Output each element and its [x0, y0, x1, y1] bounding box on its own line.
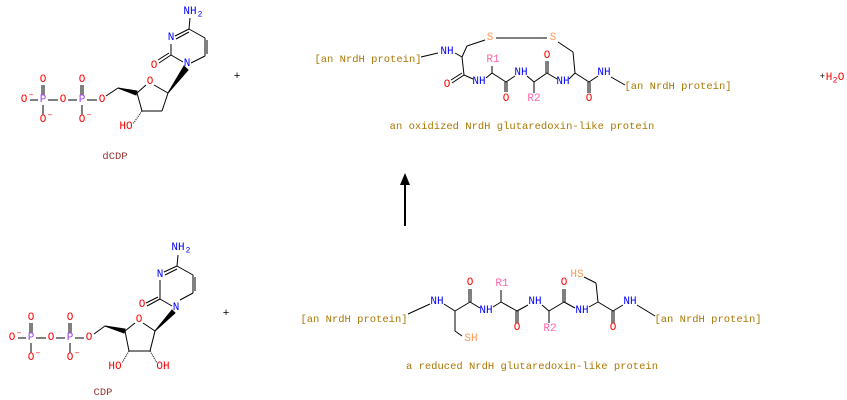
atom-o: O	[40, 74, 47, 86]
atom-o: O	[610, 322, 617, 334]
plus-sign: +	[223, 308, 230, 320]
atom-o: O	[67, 312, 74, 324]
dcdp-structure[interactable]: O − P O P O O O O − O − O HO N N O NH 2 …	[21, 6, 208, 163]
atom-s: S	[550, 32, 557, 44]
atom-s: S	[487, 32, 494, 44]
atom-o: O	[561, 277, 568, 289]
protein-terminus: [an NrdH protein]	[314, 54, 421, 66]
atom-nh: NH	[479, 305, 492, 317]
r1-group: R1	[486, 54, 500, 66]
atom-o: O	[79, 74, 86, 86]
protein-terminus: [an NrdH protein]	[624, 81, 731, 93]
protein-terminus: [an NrdH protein]	[300, 314, 407, 326]
subscript-2: 2	[198, 11, 203, 20]
atom-o: O	[544, 50, 551, 62]
atom-o: O	[147, 76, 154, 88]
oxidized-bonds	[420, 37, 626, 93]
atom-nh: NH	[472, 76, 485, 88]
subscript-2: 2	[186, 247, 191, 256]
atom-p: P	[79, 94, 86, 106]
water-o: O	[838, 72, 845, 84]
cdp-label: CDP	[94, 387, 113, 399]
atom-sh: SH	[464, 333, 477, 345]
atom-nh: NH	[623, 296, 636, 308]
atom-o: O	[503, 93, 510, 105]
reduced-protein-label: a reduced NrdH glutaredoxin-like protein	[406, 361, 658, 373]
water-subscript: 2	[833, 77, 838, 86]
water-product[interactable]: + H 2 O	[820, 72, 845, 86]
atom-o: O	[79, 114, 86, 126]
r2-group: R2	[543, 323, 556, 335]
atom-o: O	[28, 312, 35, 324]
atom-o: O	[586, 93, 593, 105]
atom-o: O	[48, 332, 55, 344]
atom-oh: OH	[156, 361, 169, 373]
atom-o: O	[60, 94, 67, 106]
dcdp-bonds	[30, 17, 208, 125]
charge-minus: −	[87, 112, 92, 121]
atom-o: O	[40, 114, 47, 126]
dcdp-label: dCDP	[102, 151, 127, 163]
atom-nh2: NH	[183, 6, 196, 18]
atom-nh: NH	[440, 46, 453, 58]
reaction-arrow	[400, 173, 410, 226]
atom-nh: NH	[430, 296, 443, 308]
atom-nh: NH	[575, 305, 588, 317]
charge-minus: −	[17, 330, 22, 339]
atom-o: O	[467, 277, 474, 289]
charge-minus: −	[48, 112, 53, 121]
atom-o: O	[21, 94, 28, 106]
atom-n: N	[184, 58, 191, 70]
atom-p: P	[28, 332, 35, 344]
atom-ho: HO	[108, 361, 122, 373]
atom-o: O	[139, 299, 146, 311]
atom-o: O	[9, 332, 16, 344]
charge-minus: −	[29, 92, 34, 101]
atom-nh: NH	[528, 296, 541, 308]
oxidized-protein-structure[interactable]: [an NrdH protein] NH S S O NH R1 O NH R2…	[314, 32, 731, 133]
atom-n: N	[168, 32, 175, 44]
atom-nh2: NH	[171, 242, 184, 254]
plus-sign: +	[234, 71, 241, 83]
atom-n: N	[157, 269, 164, 281]
atom-p: P	[67, 332, 74, 344]
r2-group: R2	[527, 93, 540, 105]
atom-o: O	[136, 314, 143, 326]
cdp-bonds	[18, 254, 196, 364]
atom-p: P	[40, 94, 47, 106]
atom-o: O	[151, 60, 158, 72]
atom-o: O	[67, 352, 74, 364]
atom-o: O	[86, 332, 93, 344]
reduced-bonds	[407, 276, 656, 337]
atom-nh: NH	[556, 76, 569, 88]
atom-nh: NH	[597, 67, 610, 79]
atom-o: O	[28, 352, 35, 364]
atom-nh: NH	[514, 67, 527, 79]
charge-minus: −	[75, 350, 80, 359]
r1-group: R1	[495, 278, 509, 290]
atom-o: O	[99, 94, 106, 106]
charge-minus: −	[36, 350, 41, 359]
water-h: H	[826, 72, 833, 84]
atom-n: N	[173, 302, 180, 314]
reduced-protein-structure[interactable]: [an NrdH protein] NH SH O NH R1 O NH R2 …	[300, 269, 761, 373]
protein-terminus: [an NrdH protein]	[654, 314, 761, 326]
atom-o: O	[514, 322, 521, 334]
oxidized-protein-label: an oxidized NrdH glutaredoxin-like prote…	[390, 121, 655, 133]
cdp-structure[interactable]: O − P O P O O O O − O − O HO OH N N O NH…	[9, 242, 196, 399]
plus-sign: +	[820, 72, 825, 82]
atom-hs: HS	[570, 269, 584, 281]
atom-o: O	[444, 79, 451, 91]
atom-ho: HO	[119, 121, 133, 133]
